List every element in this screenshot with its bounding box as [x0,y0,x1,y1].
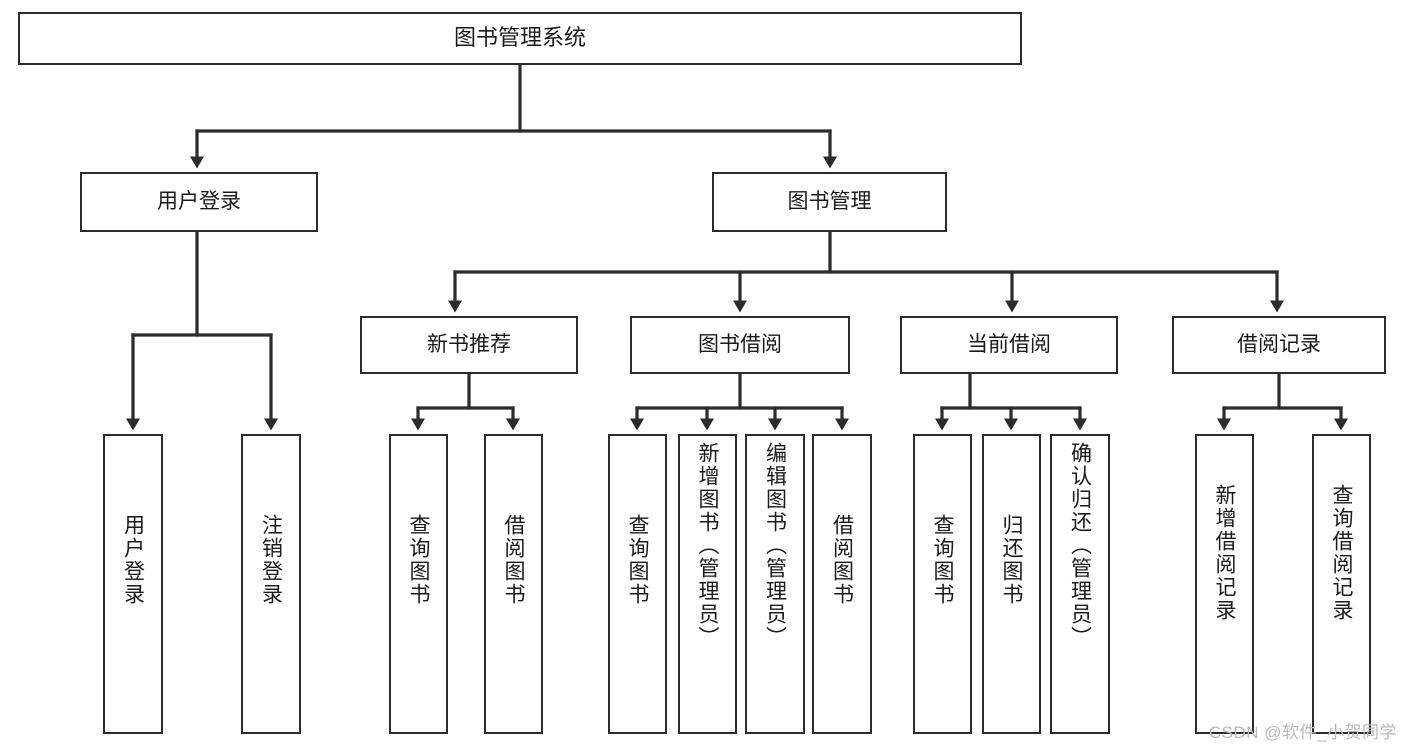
node-label: 注销登录 [259,514,283,606]
leaf-query-book-newbook[interactable]: 查询图书 [389,434,448,734]
leaf-return-book[interactable]: 归还图书 [982,434,1041,734]
node-borrow-record[interactable]: 借阅记录 [1172,316,1386,374]
node-label: 用户登录 [157,190,241,214]
node-label: 确认归还（管理员） [1068,442,1092,649]
node-label: 查询图书 [931,514,954,606]
leaf-confirm-return-admin[interactable]: 确认归还（管理员） [1050,434,1110,734]
node-label: 用户登录 [121,514,145,606]
node-label: 查询借阅记录 [1330,484,1353,622]
node-label: 借阅图书 [830,514,854,606]
node-book-management[interactable]: 图书管理 [712,172,947,232]
node-new-book-recommend[interactable]: 新书推荐 [360,316,578,374]
node-label: 编辑图书（管理员） [763,442,787,649]
node-current-borrow[interactable]: 当前借阅 [900,316,1118,374]
leaf-user-login[interactable]: 用户登录 [103,434,163,734]
leaf-add-book-admin[interactable]: 新增图书（管理员） [678,434,737,734]
node-root-system[interactable]: 图书管理系统 [18,12,1022,65]
node-label: 图书管理 [787,190,872,214]
leaf-query-borrow-record[interactable]: 查询借阅记录 [1312,434,1371,734]
node-label: 查询图书 [407,514,430,606]
node-label: 查询图书 [626,514,649,606]
leaf-add-borrow-record[interactable]: 新增借阅记录 [1195,434,1254,734]
node-label: 图书管理系统 [453,25,586,51]
csdn-watermark: CSDN @软件_小贺同学 [1208,723,1397,742]
leaf-borrow-book-borrow[interactable]: 借阅图书 [812,434,872,734]
node-label: 新书推荐 [427,333,511,357]
node-label: 图书借阅 [698,333,782,357]
node-book-borrow[interactable]: 图书借阅 [630,316,850,374]
leaf-edit-book-admin[interactable]: 编辑图书（管理员） [745,434,805,734]
leaf-query-book-borrow[interactable]: 查询图书 [608,434,667,734]
node-label: 归还图书 [1000,514,1023,606]
node-label: 新增图书（管理员） [696,442,719,649]
node-label: 借阅记录 [1237,333,1321,357]
leaf-borrow-book-newbook[interactable]: 借阅图书 [484,434,543,734]
leaf-query-book-current[interactable]: 查询图书 [913,434,972,734]
node-user-login[interactable]: 用户登录 [80,172,318,232]
leaf-logout-login[interactable]: 注销登录 [241,434,301,734]
node-label: 新增借阅记录 [1213,484,1236,622]
node-label: 借阅图书 [502,514,525,606]
node-label: 当前借阅 [967,333,1051,357]
